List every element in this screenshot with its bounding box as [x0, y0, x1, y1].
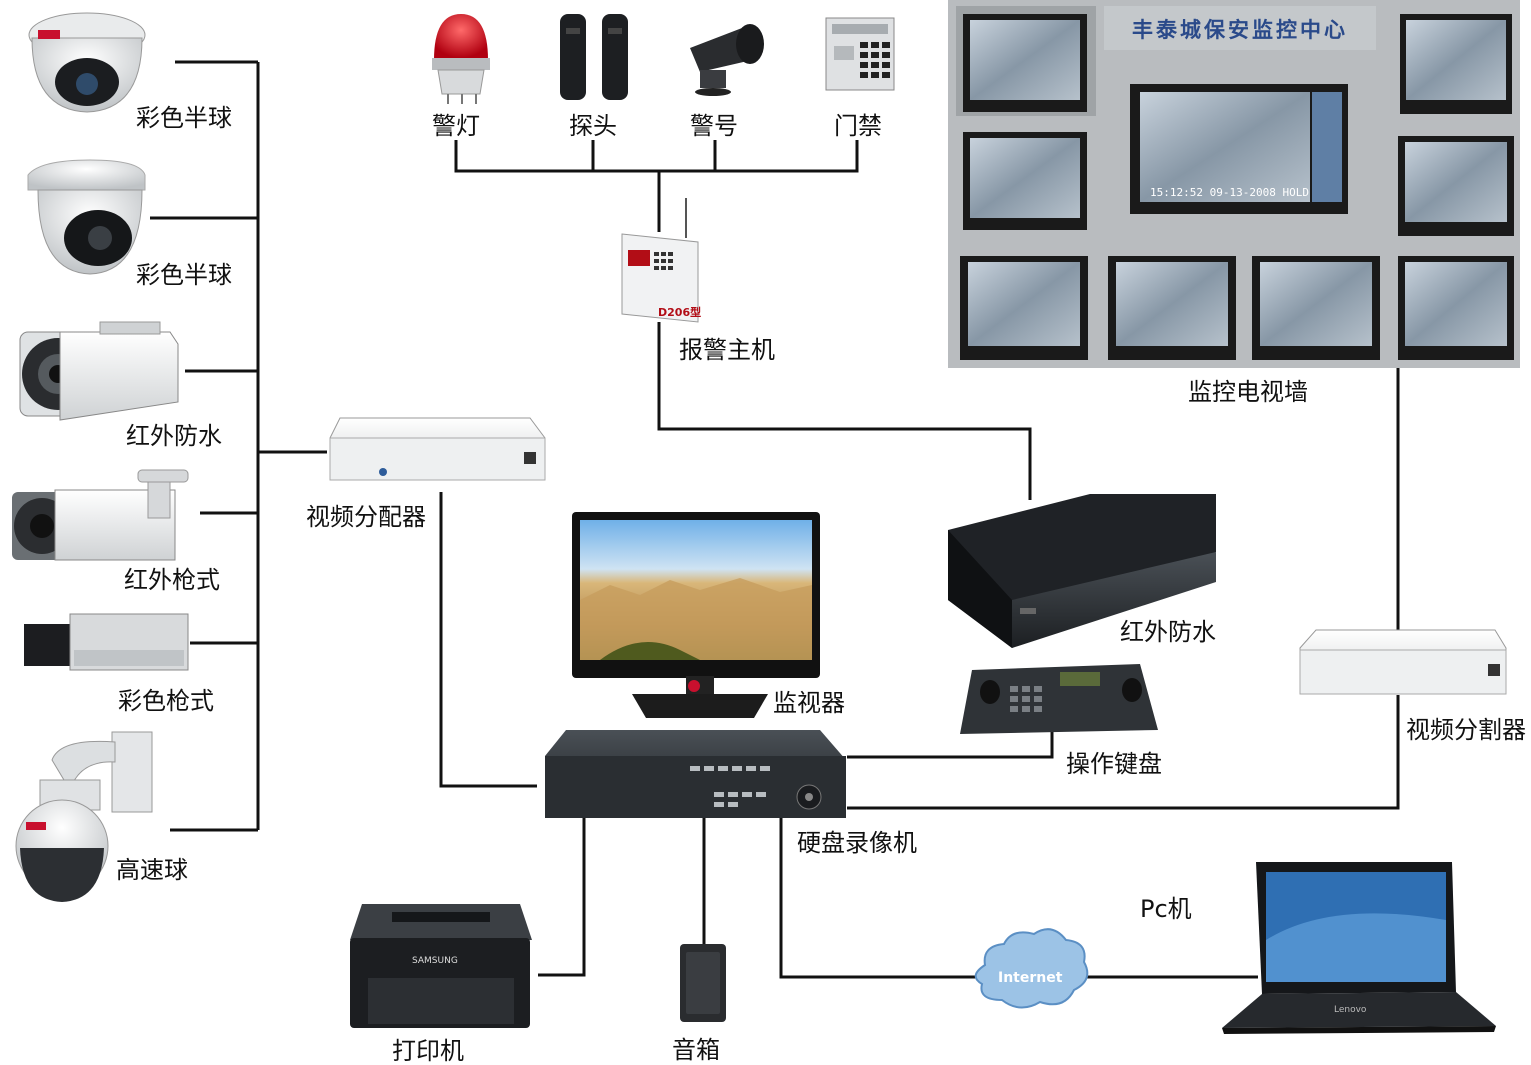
link-dvr-printer	[538, 818, 586, 977]
label-pc: Pc机	[1140, 895, 1192, 923]
label-video-distributor: 视频分配器	[306, 503, 426, 531]
alarm-bus-line	[454, 140, 859, 173]
video-wall-title: 丰泰城保安监控中心	[1132, 18, 1348, 42]
dome-camera-1-icon	[28, 12, 146, 113]
label-siren: 警号	[690, 112, 738, 140]
label-warning-light: 警灯	[432, 112, 480, 140]
label-speaker: 音箱	[672, 1036, 720, 1064]
label-printer: 打印机	[392, 1037, 464, 1065]
laptop-pc-icon	[1222, 862, 1496, 1034]
matrix-host-icon	[948, 494, 1216, 648]
wall-monitor-osd: 15:12:52 09-13-2008 HOLD	[1150, 186, 1309, 199]
label-operation-keyboard: 操作键盘	[1066, 750, 1162, 778]
label-video-splitter: 视频分割器	[1406, 716, 1526, 744]
link-keyboard-dvr	[847, 730, 1054, 759]
video-distributor-icon	[329, 417, 546, 481]
dome-camera-2-icon	[27, 159, 146, 275]
label-monitor: 监视器	[773, 689, 845, 717]
color-bullet-camera-icon	[24, 613, 189, 671]
printer-icon	[350, 904, 532, 1028]
label-dome-camera-1: 彩色半球	[136, 104, 232, 132]
connection-lines	[150, 60, 1400, 979]
operation-keyboard-icon	[960, 664, 1158, 734]
laptop-brand: Lenovo	[1334, 1005, 1367, 1015]
label-probe: 探头	[569, 112, 617, 140]
probe-icon	[560, 14, 628, 100]
video-wall-icon	[948, 0, 1520, 368]
alarm-host-icon	[621, 198, 699, 323]
alarm-host-model: D206型	[658, 306, 702, 319]
label-color-bullet-camera: 彩色枪式	[118, 687, 214, 715]
access-control-icon	[825, 17, 895, 91]
link-alarm-matrix	[657, 322, 1032, 500]
siren-icon	[690, 24, 764, 96]
internet-label: Internet	[998, 970, 1063, 986]
label-alarm-host: 报警主机	[679, 336, 775, 364]
warning-light-icon	[432, 14, 490, 104]
label-matrix-host: 红外防水	[1120, 618, 1216, 646]
dvr-icon	[545, 730, 846, 818]
internet-cloud-icon	[974, 928, 1089, 1009]
label-speed-dome: 高速球	[116, 856, 188, 884]
link-distributor-dvr	[439, 492, 537, 788]
speaker-icon	[680, 944, 726, 1022]
label-dvr: 硬盘录像机	[797, 829, 917, 857]
link-dvr-internet	[779, 818, 975, 979]
ir-bullet-camera-icon	[12, 469, 189, 561]
monitor-icon	[572, 512, 820, 718]
link-splitter-dvr	[847, 695, 1400, 810]
video-splitter-icon	[1299, 629, 1507, 695]
printer-brand: SAMSUNG	[412, 956, 458, 966]
speed-dome-camera-icon	[15, 731, 153, 902]
label-dome-camera-2: 彩色半球	[136, 261, 232, 289]
ir-waterproof-camera-icon	[19, 321, 179, 421]
label-ir-bullet-camera: 红外枪式	[124, 566, 220, 594]
label-ir-waterproof-camera: 红外防水	[126, 422, 222, 450]
label-access-control: 门禁	[834, 112, 882, 140]
label-video-wall: 监控电视墙	[1188, 378, 1308, 406]
